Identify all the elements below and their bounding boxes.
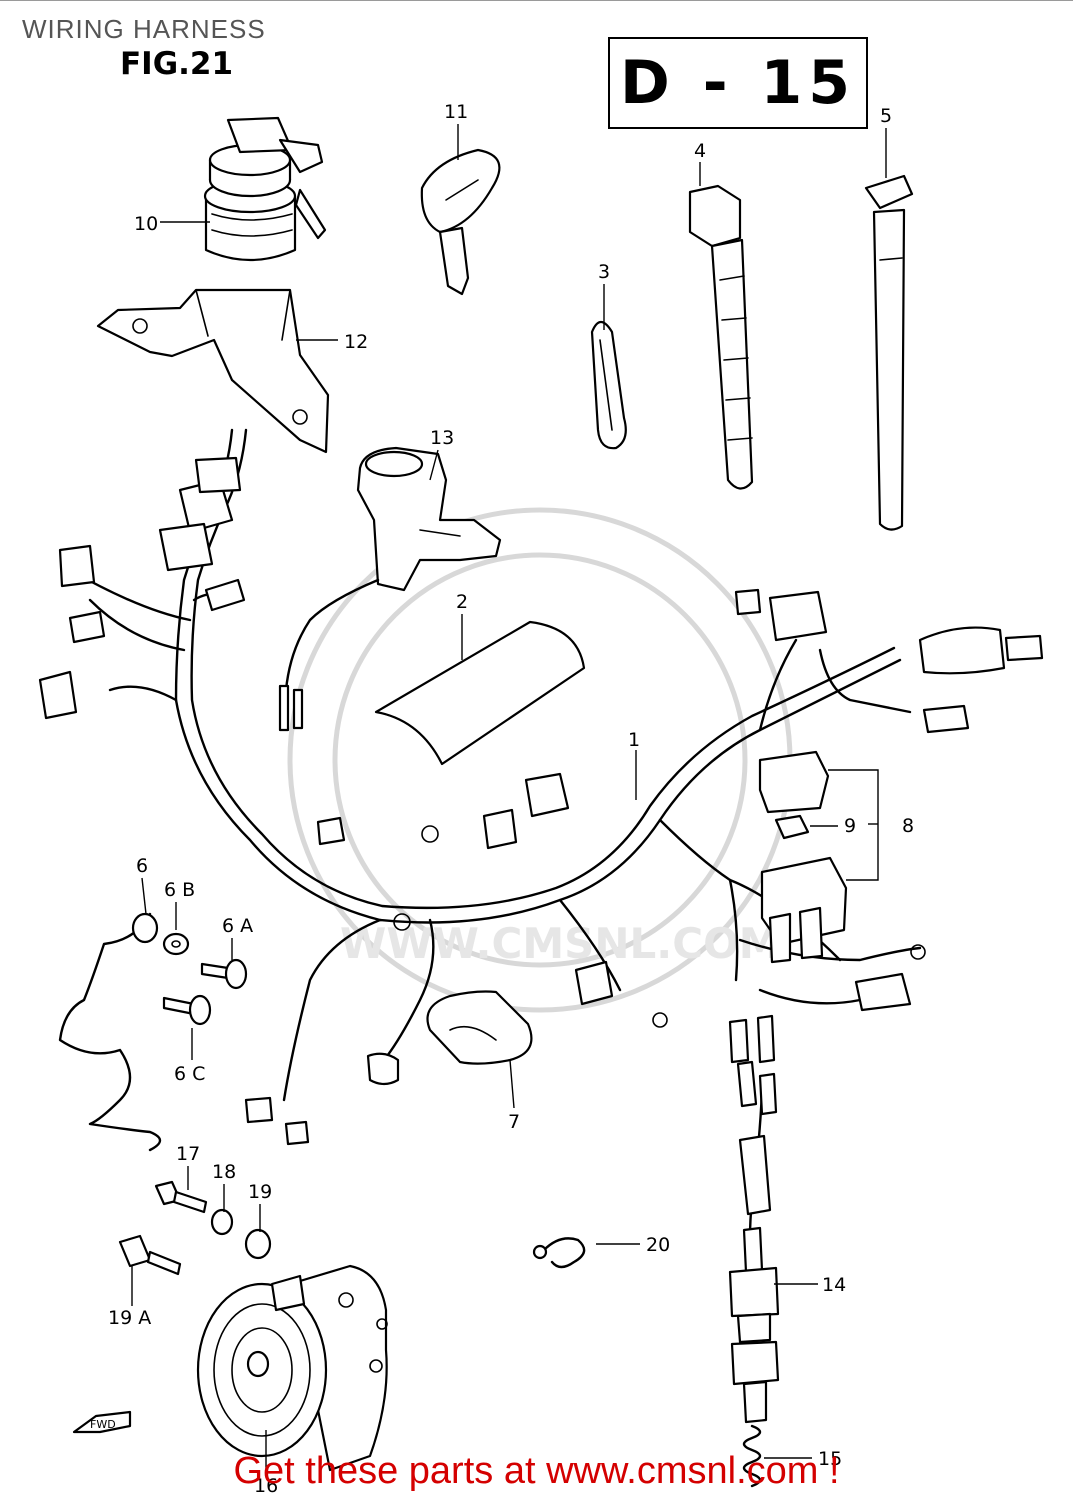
part-band-5 xyxy=(864,174,914,531)
callout-4: 4 xyxy=(694,140,706,162)
part-bolt-17 xyxy=(154,1180,208,1214)
part-brake-switch xyxy=(728,1060,780,1424)
callout-9: 9 xyxy=(844,815,856,837)
part-wire-6 xyxy=(58,912,162,1152)
callout-19: 19 xyxy=(248,1181,272,1203)
part-main-harness xyxy=(38,428,1044,1146)
part-washer-18 xyxy=(210,1208,234,1236)
callout-20: 20 xyxy=(646,1234,670,1256)
part-bracket xyxy=(96,288,330,454)
callout-6: 6 xyxy=(136,855,148,877)
part-clip-20 xyxy=(532,1237,586,1269)
leader-lines xyxy=(131,124,887,1470)
part-ignition-switch xyxy=(203,116,327,262)
part-sleeve xyxy=(374,620,586,766)
page-title: WIRING HARNESS xyxy=(22,14,266,44)
fwd-label: FWD xyxy=(90,1418,116,1431)
callout-12: 12 xyxy=(344,331,368,353)
part-switch-housing xyxy=(278,446,502,732)
callout-6b: 6 B xyxy=(164,879,195,901)
callout-7: 7 xyxy=(508,1111,520,1133)
callout-10: 10 xyxy=(134,213,158,235)
footer-promo-link[interactable]: Get these parts at www.cmsnl.com ! xyxy=(233,1450,840,1492)
part-screw-6c xyxy=(162,994,212,1026)
part-key xyxy=(420,148,501,296)
callout-18: 18 xyxy=(212,1161,236,1183)
callout-6a: 6 A xyxy=(222,915,253,937)
part-clamp-4 xyxy=(688,184,754,490)
figure-number: FIG.21 xyxy=(120,46,234,82)
callout-2: 2 xyxy=(456,591,468,613)
page-code-box: D - 15 xyxy=(608,37,868,129)
callouts: 11 10 12 13 2 3 4 5 1 9 8 6 6 B 6 A 6 C … xyxy=(108,101,914,1497)
top-rule xyxy=(0,0,1073,1)
part-washer-19 xyxy=(244,1228,272,1260)
callout-16: 16 xyxy=(254,1475,278,1497)
callout-1: 1 xyxy=(628,729,640,751)
part-horn xyxy=(196,1264,388,1472)
callout-5: 5 xyxy=(880,105,892,127)
watermark: WWW.CMSNL.COM xyxy=(287,507,793,1013)
callout-14: 14 xyxy=(822,1274,846,1296)
part-relay-fuse xyxy=(758,750,879,964)
part-washer-6b xyxy=(162,932,190,956)
callout-11: 11 xyxy=(444,101,468,123)
callout-6c: 6 C xyxy=(174,1063,205,1085)
part-clamp-7 xyxy=(426,990,533,1065)
callout-17: 17 xyxy=(176,1143,200,1165)
watermark-text: WWW.CMSNL.COM xyxy=(340,919,781,968)
part-clamp-3 xyxy=(590,320,627,450)
callout-8: 8 xyxy=(902,815,914,837)
part-spring xyxy=(742,1424,762,1488)
part-screw-6a xyxy=(200,958,248,990)
callout-15: 15 xyxy=(818,1448,842,1470)
callout-3: 3 xyxy=(598,261,610,283)
part-bolt-19a xyxy=(118,1234,182,1276)
fwd-arrow-icon: FWD xyxy=(72,1410,132,1434)
callout-19a: 19 A xyxy=(108,1307,151,1329)
callout-13: 13 xyxy=(430,427,454,449)
